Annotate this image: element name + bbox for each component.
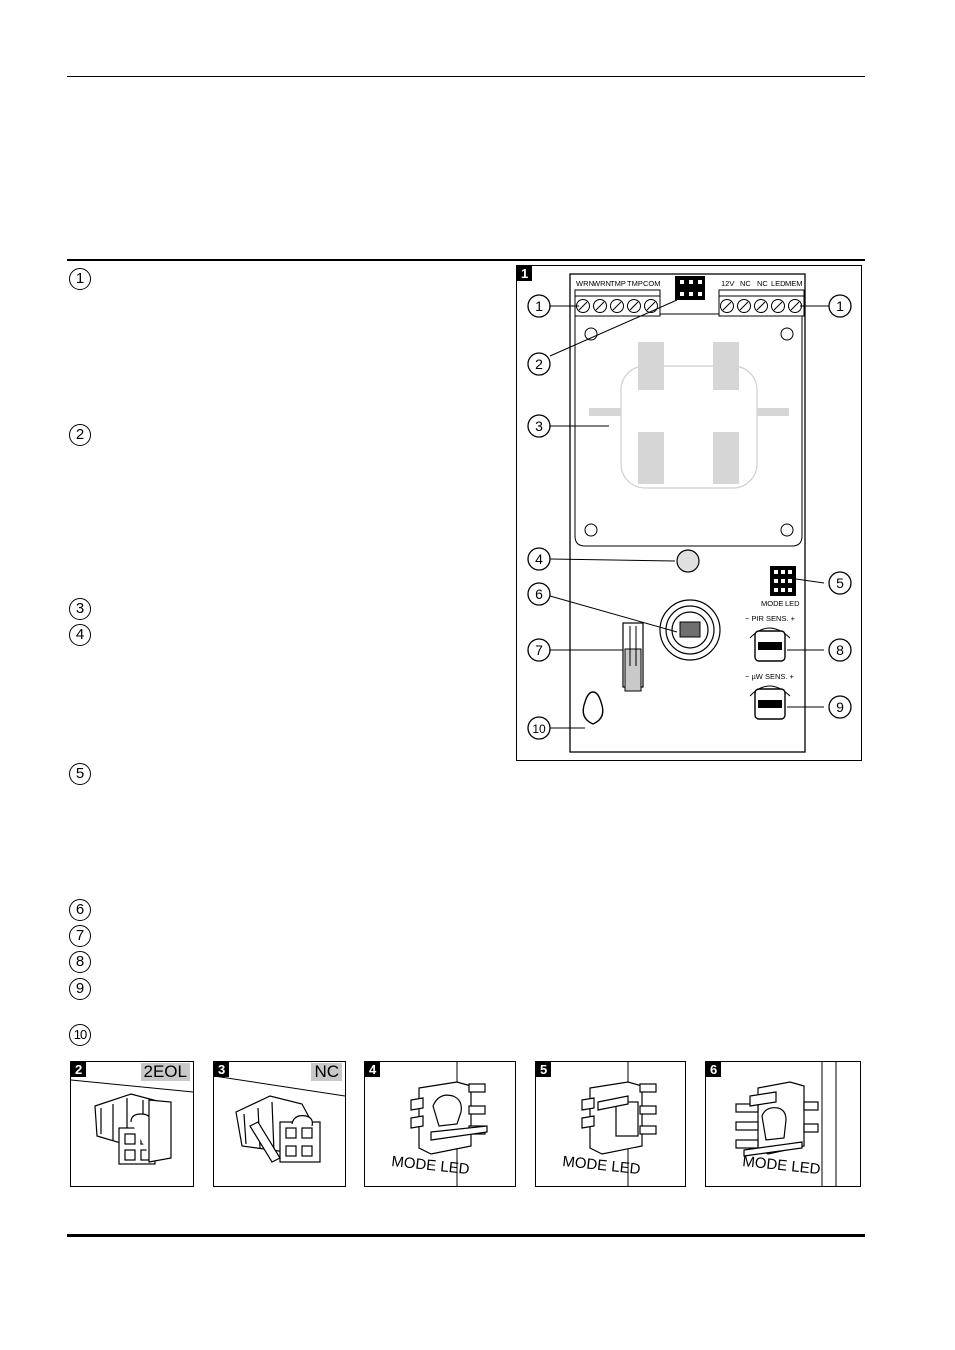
setting-label-2eol: 2EOL [140,1063,190,1081]
callout-circle [527,547,551,571]
terminal-screw-slot [578,301,588,311]
jumper-figure-mode-led-3: 6 MODE LED [705,1061,861,1187]
list-marker-9: 9 [69,978,91,1000]
callout-number: 3 [535,418,543,434]
callout-circle [828,695,852,719]
callout-circle [527,414,551,438]
detector-board-figure: 1 WRN WRN TMP TMP COM 12V NC NC LED MEM [516,265,862,761]
terminal-label-nc-1: NC [740,279,751,288]
list-marker-7: 7 [69,925,91,947]
terminal-label-nc-2: NC [757,279,768,288]
callout-circle [828,294,852,318]
top-jumper-pins [675,276,705,300]
terminal-screw-slot [756,301,766,311]
terminal-label-tmp-2: TMP [627,279,643,288]
callout-circle [527,352,551,376]
jumper-caption-led: LED [785,599,800,608]
pir-sensitivity-potentiometer: − PIR SENS. + [745,614,796,662]
microwave-antenna [589,342,789,489]
callout-number: 7 [535,642,543,658]
jumper-figure-mode-led-2: 5 MODE LED [535,1061,686,1187]
list-marker-5: 5 [69,763,91,785]
microwave-sensitivity-potentiometer: − µW SENS. + [745,672,795,720]
figure-tag: 3 [214,1062,230,1077]
pir-sens-label: − PIR SENS. + [745,614,796,623]
callout-circle [527,638,551,662]
header-rule [67,76,865,77]
setting-label-nc: NC [311,1063,342,1081]
callout-number: 8 [836,642,844,658]
callout-circle [527,294,551,318]
terminal-screw-slot [722,301,732,311]
terminal-screw-slot [739,301,749,311]
list-marker-10: 10 [69,1024,91,1046]
jumper-block-drawing: MODE LED [391,1062,488,1186]
led-indicator [676,549,700,573]
tamper-switch [622,622,644,692]
terminal-screw-slot [646,301,656,311]
list-marker-1: 1 [69,268,91,290]
callout-number: 2 [535,356,543,372]
jumper-caption-mode: MODE [761,599,784,608]
figure-tag: 5 [536,1062,552,1077]
callout-number: 1 [535,298,543,314]
callout-number: 5 [836,575,844,591]
callout-number: 6 [535,586,543,602]
right-terminal-block: 12V NC NC LED MEM [718,279,805,317]
list-marker-4: 4 [69,624,91,646]
list-marker-3: 3 [69,598,91,620]
detector-board-drawing: WRN WRN TMP TMP COM 12V NC NC LED MEM [527,273,852,753]
jumper-figure-mode-led-1: 4 MODE LED [364,1061,516,1187]
terminal-screw-slot [612,301,622,311]
callout-circle [828,571,852,595]
terminal-connector-drawing [214,1075,345,1163]
list-marker-6: 6 [69,899,91,921]
mode-led-jumpers: MODE LED [761,566,800,608]
jumper-block-drawing: MODE LED [735,1062,837,1186]
mw-sens-label: − µW SENS. + [745,672,795,681]
jumper-block-drawing: MODE LED [562,1062,657,1186]
terminal-label-tmp-1: TMP [610,279,626,288]
figure-tag: 1 [517,266,533,281]
list-marker-2: 2 [69,424,91,446]
callout-number: 10 [532,722,546,736]
terminal-label-wrn-2: WRN [593,279,611,288]
terminal-screw-slot [773,301,783,311]
callout-number: 1 [836,298,844,314]
jumper-figure-2eol: 2 2EOL [70,1061,194,1187]
terminal-screw-slot [595,301,605,311]
footer-rule [67,1234,865,1237]
left-terminal-block: WRN WRN TMP TMP COM [574,279,661,317]
jumper-caption: MODE LED [742,1153,822,1178]
list-marker-8: 8 [69,951,91,973]
callout-circle [527,716,551,740]
keyhole-mounting-slot [582,691,604,725]
figure-tag: 4 [365,1062,381,1077]
terminal-screw-slot [629,301,639,311]
jumper-figure-nc: 3 NC [213,1061,346,1187]
terminal-label-com: COM [643,279,661,288]
callout-number: 9 [836,699,844,715]
callout-circle [828,638,852,662]
pir-sensor [659,599,721,661]
figure-tag: 6 [706,1062,722,1077]
figure-tag: 2 [71,1062,87,1077]
terminal-label-12v: 12V [721,279,734,288]
jumper-caption: MODE LED [562,1153,642,1178]
terminal-label-led: LED [771,279,786,288]
terminal-connector-drawing [71,1079,193,1165]
terminal-screw-slot [790,301,800,311]
terminal-label-mem: MEM [785,279,803,288]
terminal-label-wrn-1: WRN [576,279,594,288]
callout-circle [527,582,551,606]
jumper-caption: MODE LED [391,1153,471,1178]
callout-number: 4 [535,551,543,567]
section-rule [67,259,865,261]
